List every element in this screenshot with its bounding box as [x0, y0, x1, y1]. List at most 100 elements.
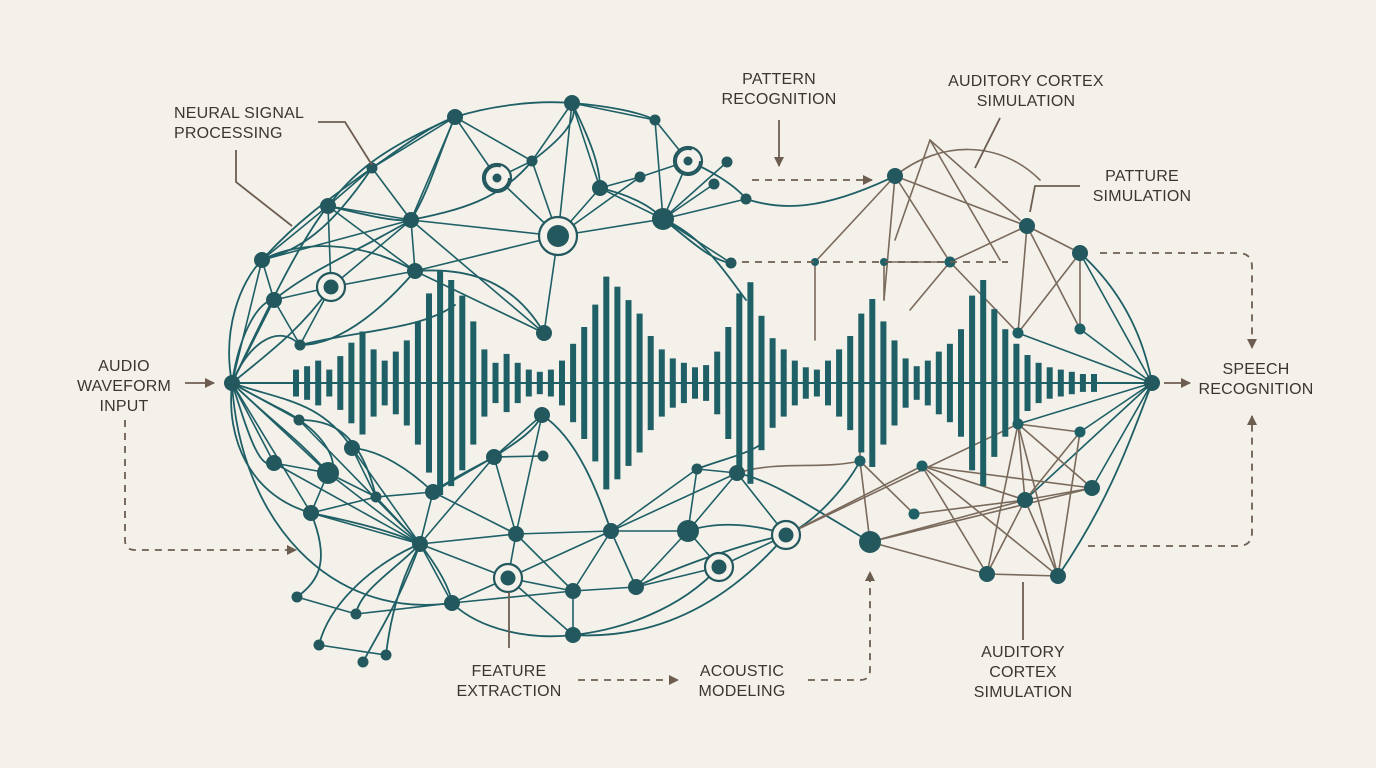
- network-node: [447, 109, 463, 125]
- network-edge: [410, 116, 456, 221]
- network-edge: [327, 205, 416, 272]
- network-edge: [696, 444, 761, 470]
- network-edge: [432, 456, 495, 493]
- neural-signal-leader: [318, 121, 373, 166]
- network-edge: [515, 414, 543, 535]
- waveform-bar: [403, 340, 410, 426]
- waveform-bar: [293, 369, 299, 397]
- network-edge: [414, 270, 545, 334]
- network-node: [565, 583, 581, 599]
- waveform-bar: [381, 360, 388, 406]
- waveform-bar: [692, 367, 698, 399]
- network-node: [1074, 426, 1086, 438]
- waveform-bar: [847, 336, 854, 431]
- network-node: [293, 414, 305, 426]
- cortex-edge: [986, 499, 1026, 575]
- waveform-bar: [858, 313, 865, 453]
- cortex-edge: [909, 261, 951, 311]
- network-edge: [745, 175, 896, 207]
- network-node: [725, 257, 737, 269]
- label-audio-waveform-input: AUDIO WAVEFORM INPUT: [76, 358, 172, 415]
- cortex-edge: [869, 541, 988, 575]
- waveform-bar: [880, 321, 887, 445]
- cortex-edge: [913, 499, 1026, 515]
- network-node: [486, 449, 502, 465]
- cortex-edge: [894, 175, 951, 263]
- network-edge: [635, 530, 689, 588]
- network-node: [1017, 492, 1033, 508]
- network-edge: [662, 161, 728, 220]
- label-auditory-cortex-simulation-top: AUDITORY CORTEX SIMULATION: [948, 73, 1104, 110]
- network-node: [407, 263, 423, 279]
- waveform-bar: [459, 295, 466, 471]
- cortex-edge: [929, 139, 1021, 221]
- cortex-edge: [1017, 225, 1028, 334]
- network-node: [291, 591, 303, 603]
- network-edge: [432, 491, 517, 535]
- network-edge: [310, 512, 421, 545]
- waveform-bar: [603, 276, 610, 490]
- network-node: [854, 455, 866, 467]
- waveform-bar: [902, 358, 909, 408]
- network-node: [811, 258, 819, 266]
- network-edge: [1024, 382, 1153, 501]
- network-node: [526, 155, 538, 167]
- waveform-bar: [946, 343, 953, 423]
- network-node: [224, 375, 240, 391]
- network-node: [534, 407, 550, 423]
- network-edge: [231, 382, 453, 606]
- network-node: [537, 215, 579, 257]
- network-node: [266, 455, 282, 471]
- network-node: [908, 508, 920, 520]
- waveform-bar: [969, 295, 976, 471]
- network-edge: [410, 219, 416, 272]
- network-node: [677, 520, 699, 542]
- network-node: [350, 608, 362, 620]
- network-node: [634, 171, 646, 183]
- waveform-bar: [791, 360, 798, 406]
- waveform-bar: [370, 349, 377, 417]
- network-node: [317, 462, 339, 484]
- waveform-bar: [924, 360, 931, 406]
- patture-simulation-leader: [1029, 185, 1080, 213]
- network-node: [672, 145, 704, 177]
- waveform-bar: [680, 362, 687, 404]
- cortex-edge: [1026, 225, 1081, 254]
- network-edge: [1057, 382, 1153, 577]
- network-edge: [228, 116, 456, 384]
- network-edge: [318, 543, 421, 646]
- network-edge: [419, 543, 509, 579]
- network-node: [859, 531, 881, 553]
- network-node: [1084, 480, 1100, 496]
- network-node: [721, 156, 733, 168]
- waveform-bar: [658, 349, 665, 417]
- waveform-bar: [813, 369, 820, 397]
- cortex-edge: [1017, 423, 1026, 501]
- network-edge: [571, 102, 601, 189]
- waveform-bar: [570, 343, 577, 423]
- waveform-bar: [337, 356, 344, 410]
- network-edge: [298, 419, 377, 498]
- network-edge: [296, 512, 322, 598]
- network-node: [592, 180, 608, 196]
- network-edge: [507, 530, 612, 579]
- network-edge: [273, 299, 301, 346]
- waveform-bar: [625, 300, 632, 466]
- network-node: [652, 208, 674, 230]
- waveform-bar: [1035, 362, 1042, 404]
- network-edge: [414, 269, 545, 334]
- network-node: [357, 656, 369, 668]
- waveform-bar: [669, 358, 676, 408]
- waveform-bar: [836, 349, 843, 417]
- network-edge: [351, 447, 377, 498]
- network-node: [313, 639, 325, 651]
- cortex-edge: [1017, 252, 1081, 334]
- cortex-bottom-to-speech-dashed-arrow: [1088, 415, 1257, 547]
- waveform-bar: [1046, 367, 1053, 399]
- waveform-bar: [1057, 369, 1064, 397]
- cortex-edge: [785, 423, 1019, 536]
- waveform-bar: [913, 366, 920, 400]
- network-edge: [371, 116, 456, 169]
